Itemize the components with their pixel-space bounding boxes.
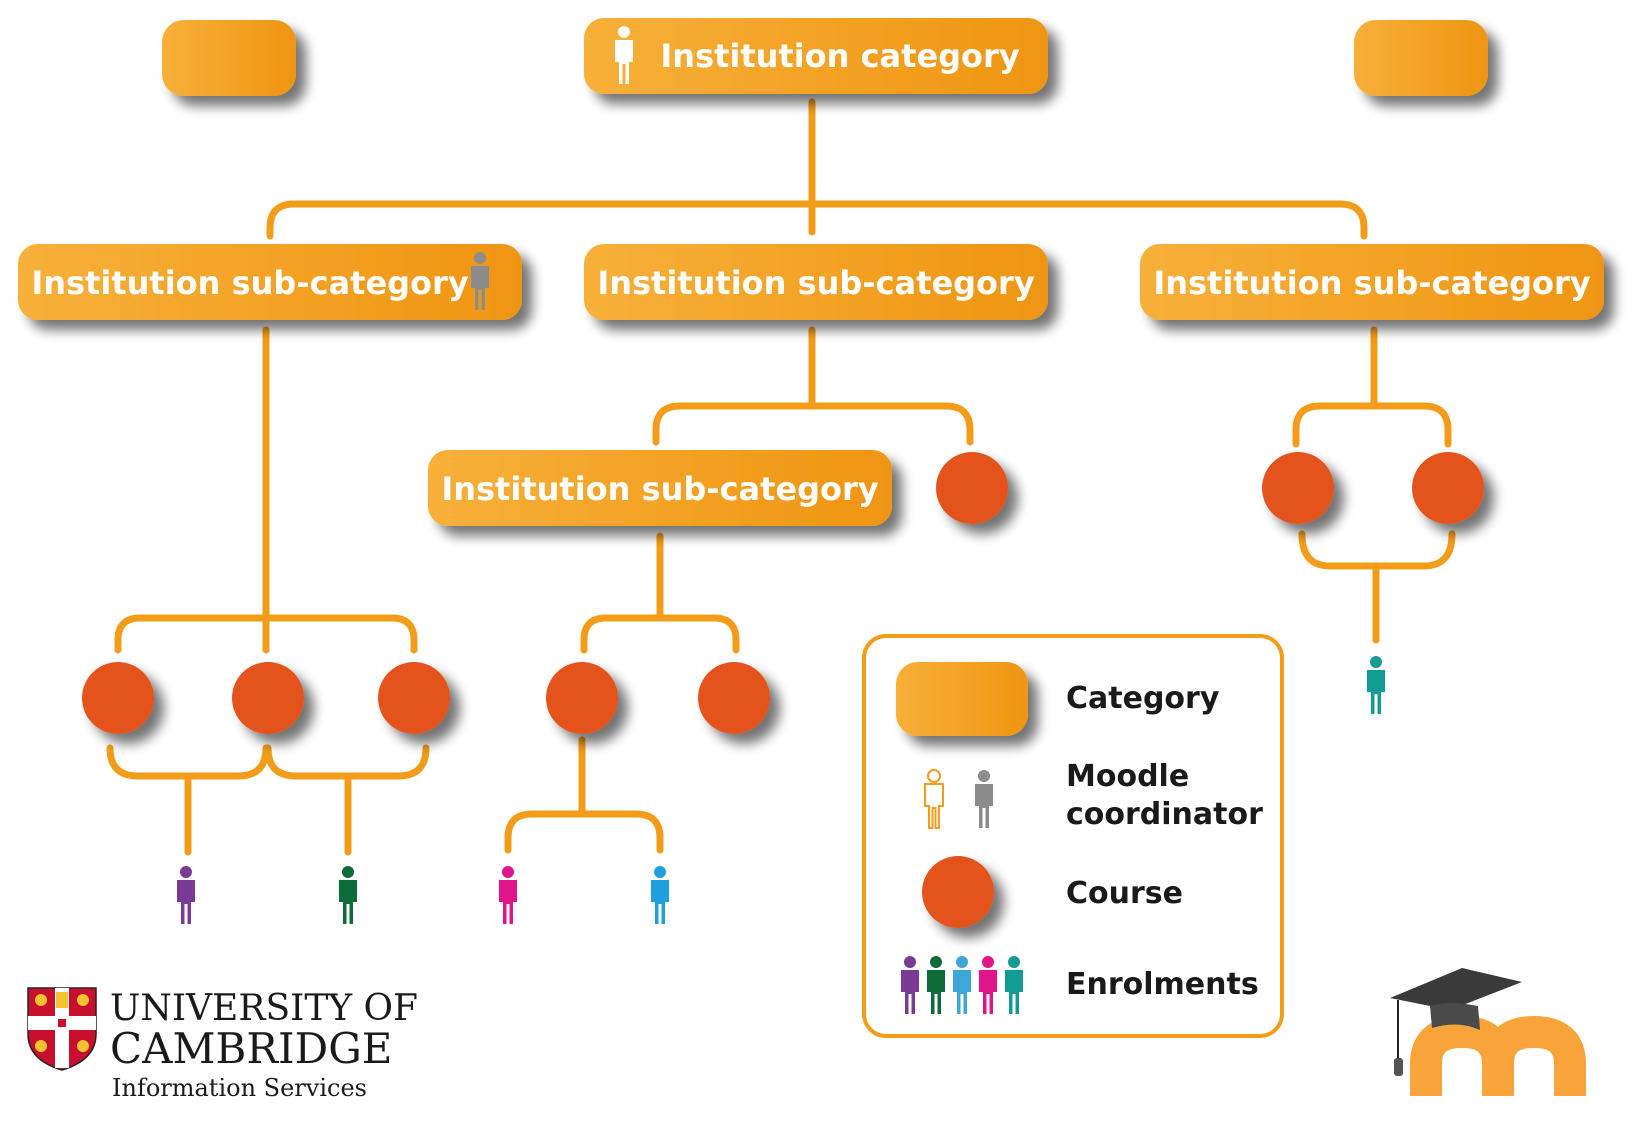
course-node (936, 452, 1008, 524)
root-category-node: Institution category (584, 18, 1048, 94)
connector-lines (106, 98, 1456, 856)
sub-category-node-middle: Institution sub-category (584, 244, 1048, 320)
cambridge-logo: UNIVERSITY OF CAMBRIDGE Information Serv… (27, 987, 418, 1102)
course-node (378, 662, 450, 734)
legend-category-label: Category (1066, 681, 1220, 716)
course-node (82, 662, 154, 734)
sub-category-node-nested: Institution sub-category (428, 450, 892, 526)
legend-enrolments-label: Enrolments (1066, 967, 1259, 1002)
university-name-line1: UNIVERSITY OF (110, 988, 418, 1029)
enrolment-person-icon (499, 866, 517, 924)
legend-course-swatch (922, 856, 994, 928)
course-node (232, 662, 304, 734)
enrolment-person-icon (339, 866, 357, 924)
legend-coordinator-label-line1: Moodle (1066, 759, 1189, 794)
decor-category-box-left (162, 20, 296, 96)
course-node (1262, 452, 1334, 524)
legend-coordinator-label-line2: coordinator (1066, 797, 1263, 832)
legend-category-swatch (896, 662, 1028, 736)
enrolment-person-icon (1367, 656, 1385, 714)
university-name-line2: CAMBRIDGE (110, 1024, 392, 1073)
course-node (1412, 452, 1484, 524)
sub-category-node-right: Institution sub-category (1140, 244, 1604, 320)
course-node (546, 662, 618, 734)
sub-category-left-label: Institution sub-category (31, 264, 469, 302)
sub-category-node-left: Institution sub-category (18, 244, 522, 320)
moodle-logo (1390, 968, 1586, 1096)
sub-category-right-label: Institution sub-category (1153, 264, 1591, 302)
decor-category-box-right (1354, 20, 1488, 96)
enrolment-person-icon (651, 866, 669, 924)
sub-category-nested-label: Institution sub-category (441, 470, 879, 508)
enrolment-person-icon (177, 866, 195, 924)
legend-course-label: Course (1066, 876, 1183, 911)
graduation-cap-icon (1390, 968, 1522, 1076)
course-nodes (82, 452, 1484, 734)
root-category-label: Institution category (660, 37, 1019, 75)
university-department: Information Services (112, 1074, 367, 1102)
course-node (698, 662, 770, 734)
moodle-m-icon (1410, 1015, 1586, 1096)
cambridge-shield-icon (27, 987, 97, 1071)
legend: Category Moodle coordinator Course Enrol… (862, 634, 1284, 1038)
sub-category-middle-label: Institution sub-category (597, 264, 1035, 302)
